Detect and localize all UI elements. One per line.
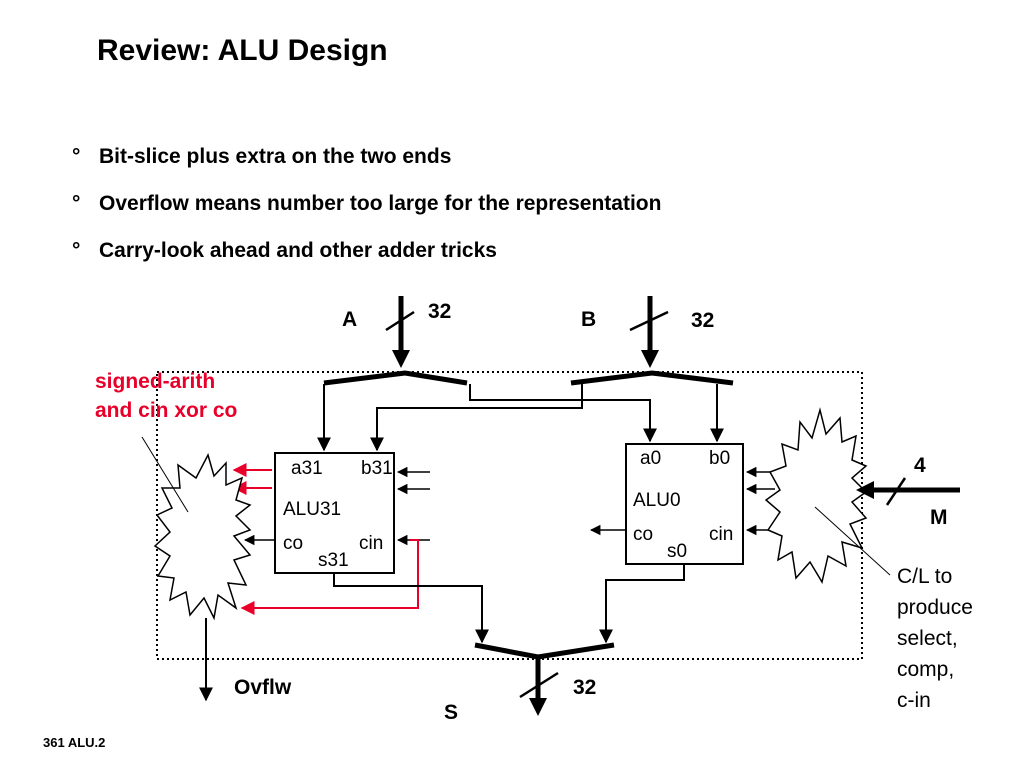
alu31-b-label: b31 (361, 458, 393, 479)
overflow-output: Ovflw (199, 618, 292, 702)
control-logic-annotation: C/L to produce select, comp, c-in (814, 506, 973, 712)
input-a-width: 32 (428, 300, 451, 323)
sum-wires (333, 564, 685, 644)
alu0-cin-label: cin (709, 524, 733, 545)
annotation-left-line2: and cin xor co (95, 399, 237, 422)
slide-title: Review: ALU Design (97, 34, 388, 67)
signed-arith-annotation: signed-arith and cin xor co (95, 370, 237, 513)
alu31-name: ALU31 (283, 499, 341, 520)
bullet-text: Overflow means number too large for the … (99, 192, 662, 215)
alu31-a-label: a31 (291, 458, 323, 479)
annotation-right-line: select, (897, 627, 958, 650)
annotation-right-line: C/L to (897, 565, 952, 588)
annotation-left-pointer (141, 436, 189, 513)
overflow-logic-starburst (153, 452, 252, 621)
input-b-bus: B 32 (581, 296, 714, 368)
control-m-width: 4 (914, 454, 926, 477)
annotation-right-line: c-in (897, 689, 931, 712)
slide-footer: 361 ALU.2 (43, 735, 106, 750)
bullet-item: ° Bit-slice plus extra on the two ends (72, 144, 661, 191)
s-bus-merger (474, 642, 615, 660)
control-logic-starburst (764, 407, 868, 584)
input-b-label: B (581, 308, 596, 331)
annotation-left-line1: signed-arith (95, 370, 215, 393)
input-a-bus: A 32 (342, 296, 451, 368)
output-s-width: 32 (573, 676, 596, 699)
input-b-width: 32 (691, 309, 714, 332)
alu0-name: ALU0 (633, 490, 681, 511)
alu0-co-label: co (633, 524, 653, 545)
alu31-co-label: co (283, 533, 303, 554)
bullet-item: ° Overflow means number too large for the… (72, 191, 661, 238)
alu0-a-label: a0 (640, 448, 661, 469)
bullet-item: ° Carry-look ahead and other adder tricks (72, 238, 661, 285)
bullet-marker: ° (72, 239, 81, 262)
overflow-logic-wires (232, 463, 419, 615)
a-bus-splitter (323, 370, 468, 386)
alu31-cin-label: cin (359, 533, 383, 554)
alu0-block: a0 b0 ALU0 co cin s0 (625, 443, 744, 565)
alu31-block: a31 b31 ALU31 co cin s31 (274, 452, 395, 574)
datapath-boundary (156, 371, 863, 660)
bullet-text: Bit-slice plus extra on the two ends (99, 145, 452, 168)
control-m-label: M (930, 506, 948, 529)
annotation-right-line: produce (897, 596, 973, 619)
alu0-b-label: b0 (709, 448, 730, 469)
bullet-text: Carry-look ahead and other adder tricks (99, 239, 497, 262)
alu31-s-label: s31 (318, 550, 349, 571)
bullet-list: ° Bit-slice plus extra on the two ends ° O… (72, 144, 661, 285)
overflow-label: Ovflw (234, 676, 292, 699)
annotation-right-line: comp, (897, 658, 954, 681)
output-s-bus: 32 S (444, 658, 596, 724)
bullet-marker: ° (72, 192, 81, 215)
control-m-input: 4 M (856, 454, 960, 529)
alu0-s-label: s0 (667, 541, 687, 562)
b-bus-splitter (570, 370, 734, 386)
bus-wires (317, 384, 724, 452)
bullet-marker: ° (72, 145, 81, 168)
annotation-right-pointer (814, 506, 891, 576)
output-s-label: S (444, 701, 458, 724)
input-a-label: A (342, 308, 357, 331)
